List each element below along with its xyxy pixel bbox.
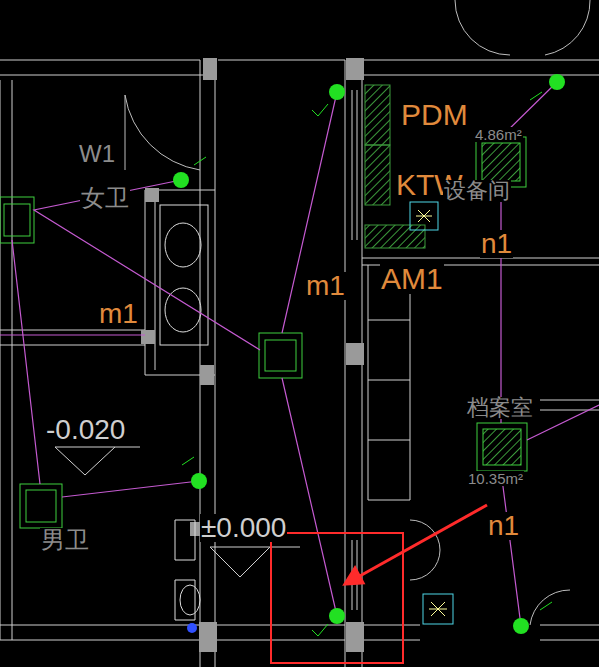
plan-path (175, 520, 195, 620)
plan-rect (423, 594, 453, 624)
plan-path (410, 520, 440, 580)
plan-path (530, 590, 570, 625)
plan-path (429, 602, 447, 616)
plan-rect (365, 145, 390, 205)
plan-rect (26, 490, 56, 522)
drain (187, 623, 197, 633)
plan-path (55, 447, 140, 475)
plan-path (0, 60, 599, 75)
room-label: 4.86m² (474, 127, 523, 142)
plan-path (200, 60, 362, 667)
plan-ellipse (165, 223, 201, 267)
wiring (0, 82, 599, 626)
plan-rect (365, 225, 425, 248)
room-label: m1 (98, 300, 139, 328)
plan-path (362, 258, 599, 500)
room-label: m1 (305, 272, 346, 300)
plan-circle (549, 74, 565, 90)
room-label: 档案室 (466, 397, 534, 419)
plan-rect (365, 85, 390, 145)
walls (0, 60, 599, 667)
room-label: W1 (78, 142, 116, 166)
plan-path (0, 625, 599, 640)
plan-path (210, 547, 300, 577)
plan-rect (199, 622, 217, 652)
columns (141, 58, 364, 652)
plan-rect (259, 333, 302, 378)
plan-path (358, 505, 487, 577)
room-label: n1 (487, 512, 520, 540)
plan-rect (200, 365, 214, 385)
room-label: AM1 (380, 264, 444, 294)
room-label: 设备间 (443, 180, 511, 202)
plan-rect (145, 188, 159, 202)
plan-rect (4, 204, 30, 236)
plan-path (345, 568, 363, 584)
plan-path (34, 92, 337, 616)
plan-circle (173, 172, 189, 188)
plan-rect (265, 340, 296, 371)
plan-rect (346, 622, 364, 652)
room-label: n1 (480, 230, 513, 258)
plan-rect (20, 484, 62, 528)
plan-rect (477, 423, 527, 471)
plan-circle (329, 608, 345, 624)
plan-rect (482, 143, 520, 181)
plan-circle (329, 84, 345, 100)
fixtures (0, 137, 527, 528)
plan-path (540, 400, 599, 410)
plan-rect (483, 429, 521, 465)
room-label: -0.020 (45, 416, 126, 444)
plan-path (125, 95, 200, 170)
plan-path (0, 82, 599, 626)
level-marks (55, 447, 300, 577)
pointer-arrow (345, 505, 487, 584)
plan-rect (141, 330, 155, 344)
plan-ellipse (180, 585, 200, 615)
room-label: 男卫 (40, 528, 90, 552)
highlight-box (271, 533, 403, 663)
plan-circle (513, 618, 529, 634)
plan-path (416, 210, 432, 222)
room-label: 10.35m² (467, 471, 524, 486)
plan-rect (410, 202, 438, 230)
plan-rect (203, 58, 217, 80)
plan-rect (160, 205, 208, 345)
plan-path (0, 80, 12, 640)
plan-rect (346, 58, 364, 80)
plan-rect (346, 343, 364, 365)
switch-marks (182, 92, 552, 636)
door-swings (125, 0, 590, 625)
room-label: PDM (400, 100, 469, 130)
plan-path (182, 92, 552, 636)
plan-path (455, 0, 590, 55)
plan-circle (191, 473, 207, 489)
room-label: ±0.000 (200, 514, 287, 542)
room-label: 女卫 (80, 186, 130, 210)
sinks (160, 205, 208, 620)
lights (173, 74, 565, 634)
plan-rect (0, 197, 34, 243)
plan-path (0, 190, 215, 375)
